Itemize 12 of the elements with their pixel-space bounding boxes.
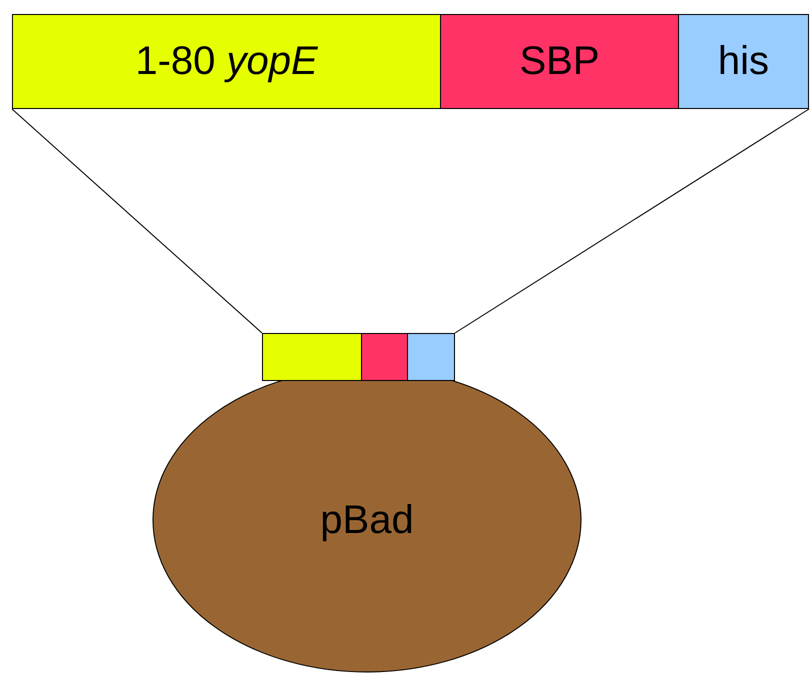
insert-segment [361, 333, 408, 381]
connector-line [454, 108, 810, 334]
gene-segment [678, 14, 809, 109]
segment-label: his [718, 39, 770, 84]
gene-segment [12, 14, 441, 109]
segment-label: 1-80 yopE [135, 39, 318, 84]
insert-segment [407, 333, 455, 381]
segment-label: SBP [519, 39, 600, 84]
gene-segment [440, 14, 679, 109]
connector-line [12, 108, 262, 334]
segment-label: pBad [320, 498, 414, 542]
insert-segment [262, 333, 362, 381]
